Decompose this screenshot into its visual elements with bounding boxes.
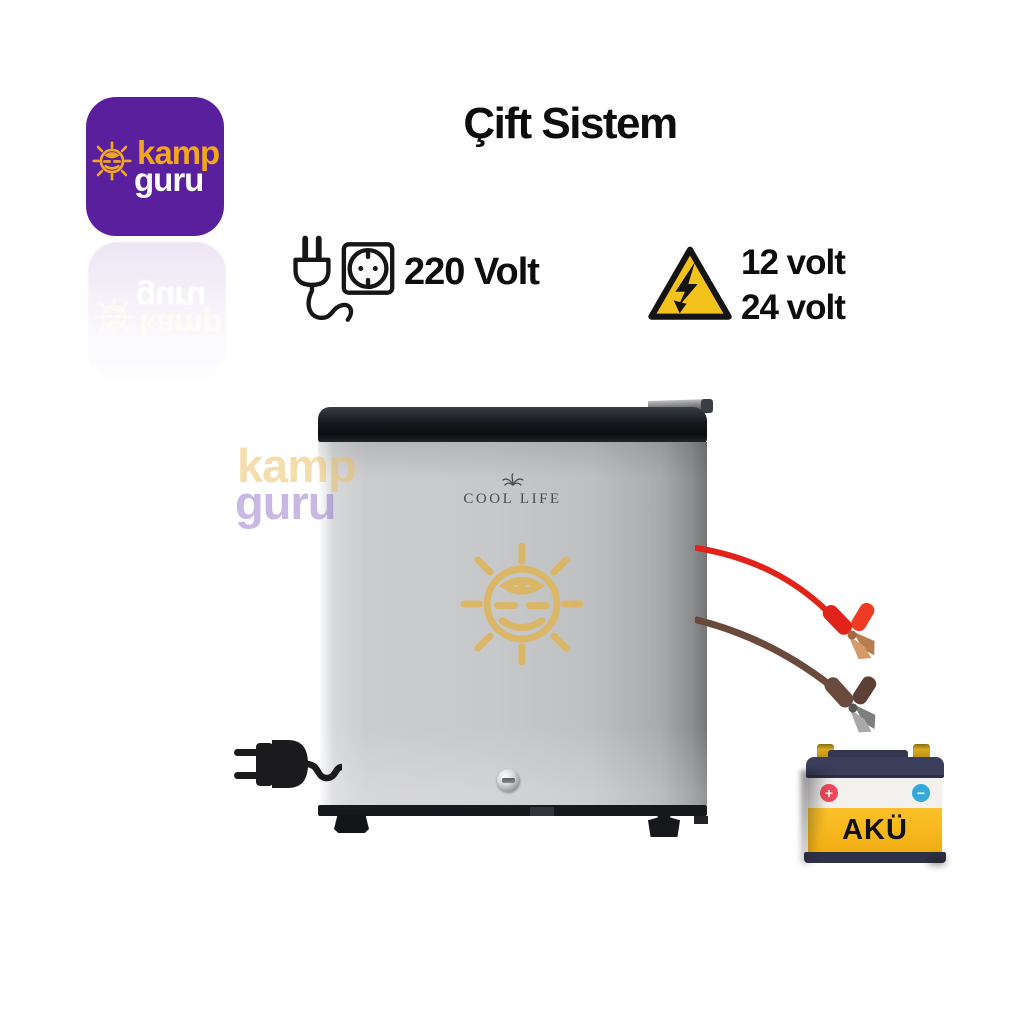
high-voltage-warning-icon [648, 246, 732, 320]
brown-cable [695, 616, 835, 690]
plug-and-socket-icon [293, 235, 395, 322]
sun-face-icon [92, 141, 132, 181]
power-plug-icon [234, 740, 342, 788]
fridge-brand-logo: COOL LIFE [463, 473, 561, 508]
fridge-base [318, 805, 707, 816]
battery-cap [806, 757, 944, 778]
battery-shadow-corner [923, 853, 951, 869]
battery-cables [695, 545, 877, 733]
reflection-fade [78, 238, 236, 390]
mini-fridge: COOL LIFE [318, 398, 713, 837]
fridge-brand-name: COOL LIFE [463, 491, 562, 507]
battery-top-ridge [828, 750, 908, 759]
page-title: Çift Sistem [463, 99, 678, 148]
kampguru-logo: kamp guru [86, 97, 224, 236]
battery-label: AKÜ [842, 813, 908, 846]
battery-illustration: + − AKÜ [801, 744, 951, 869]
red-cable [695, 545, 831, 615]
watermark-word-guru: guru [235, 475, 336, 529]
fridge-bottom-hinge [530, 807, 554, 816]
minus-badge: − [912, 784, 930, 802]
watermark-word-kamp: kamp [237, 439, 357, 492]
kampguru-watermark: kamp guru [235, 439, 357, 529]
logo-word-kamp: kamp [137, 134, 220, 171]
brand-ornament-icon [501, 473, 524, 486]
fridge-lock [497, 769, 520, 792]
fridge-foot-rear [694, 816, 708, 824]
mains-voltage-label: 220 Volt [404, 251, 540, 293]
alligator-clip-red [822, 602, 875, 660]
battery-base [804, 852, 946, 863]
fridge-handle-knob [701, 399, 713, 413]
dc-voltage-label-24: 24 volt [741, 288, 846, 327]
logo-word-guru: guru [134, 161, 204, 199]
battery-shadow-left [801, 770, 831, 864]
alligator-clip-brown [824, 676, 877, 733]
sun-face-watermark-icon [460, 542, 584, 666]
fridge-top-panel [318, 407, 707, 443]
battery-terminal-negative [913, 744, 930, 759]
dc-voltage-label-12: 12 volt [741, 243, 846, 282]
fridge-foot-left [334, 815, 369, 833]
